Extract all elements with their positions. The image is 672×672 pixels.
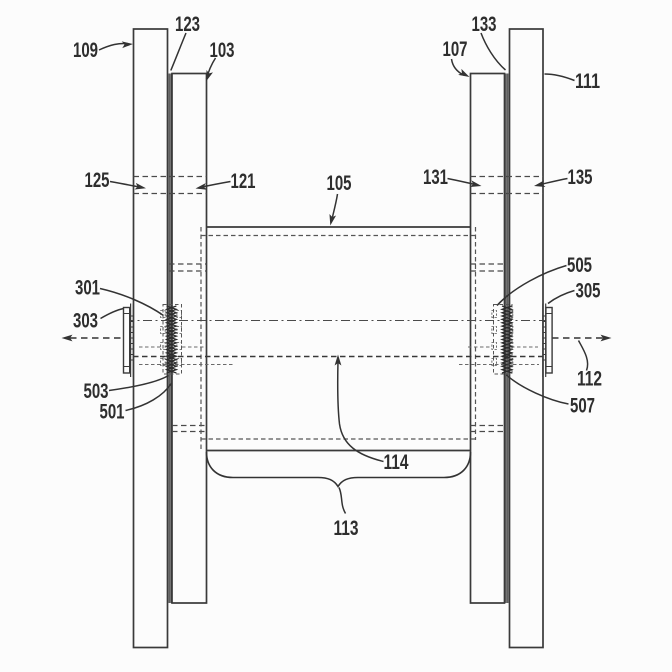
leader-501 xyxy=(125,382,173,412)
bracket-305 xyxy=(542,303,553,377)
spring-left-tab xyxy=(160,358,166,366)
leader-123 xyxy=(170,32,187,71)
axis-lines xyxy=(61,319,612,365)
spring-right-tab xyxy=(507,326,514,334)
arrowhead-103 xyxy=(206,70,213,82)
spring-left-tab xyxy=(160,342,166,350)
label-305: 305 xyxy=(576,279,601,303)
spring-left-tab xyxy=(176,326,182,334)
label-105: 105 xyxy=(327,171,352,195)
panel-107 xyxy=(469,72,506,604)
spring-right-tab xyxy=(507,342,514,350)
leader-305 xyxy=(547,289,575,305)
arrowhead-131 xyxy=(470,180,482,188)
spring-left-tab xyxy=(176,310,182,318)
arrowhead-109 xyxy=(121,41,133,49)
spring-right-outline xyxy=(493,304,513,375)
spring-left-tab xyxy=(160,326,166,334)
housing-105 xyxy=(200,226,477,452)
bracket-305-plate xyxy=(545,306,553,374)
spring-assembly-right xyxy=(491,304,514,375)
arrowhead-135 xyxy=(534,180,546,188)
axis-arrow-right-head xyxy=(600,334,612,342)
spring-right-tab xyxy=(507,310,514,318)
label-131: 131 xyxy=(423,165,448,189)
reference-numerals: 109 123 103 125 121 105 131 135 133 107 … xyxy=(73,12,602,540)
leader-505 xyxy=(496,264,567,307)
spring-left-coil-b xyxy=(164,305,179,374)
spring-right-tab xyxy=(491,326,497,334)
leader-111 xyxy=(544,73,575,82)
spring-left-outline xyxy=(162,304,182,375)
spring-right-coil-b xyxy=(500,305,514,374)
arrowhead-114 xyxy=(334,354,342,366)
spring-left-coil-a xyxy=(164,305,179,374)
label-135: 135 xyxy=(568,165,593,189)
label-133: 133 xyxy=(472,12,497,36)
arrowhead-121 xyxy=(195,183,207,190)
label-125: 125 xyxy=(85,168,110,192)
spring-left-tab xyxy=(176,342,182,350)
spring-right-tab xyxy=(491,358,497,366)
arrowhead-125 xyxy=(134,182,146,190)
leader-arrowheads xyxy=(121,41,546,366)
panel-109 xyxy=(132,28,169,649)
arrowhead-105 xyxy=(329,214,337,226)
leader-507 xyxy=(505,374,569,405)
panels xyxy=(132,28,544,649)
label-112: 112 xyxy=(577,367,602,391)
axis-arrow-left-head xyxy=(61,334,73,342)
leader-114 xyxy=(336,360,384,463)
label-507: 507 xyxy=(570,394,595,418)
label-501: 501 xyxy=(100,400,125,424)
panel-111 xyxy=(508,28,544,649)
label-303: 303 xyxy=(73,309,98,333)
spring-left-tab xyxy=(176,358,182,366)
spring-right-tab xyxy=(491,310,497,318)
leader-303 xyxy=(100,307,124,320)
spring-right-tab xyxy=(507,358,514,366)
spring-right-tab xyxy=(491,342,497,350)
bracket-303 xyxy=(122,303,134,377)
leader-112 xyxy=(577,340,589,371)
label-114: 114 xyxy=(384,450,409,474)
label-121: 121 xyxy=(231,169,256,193)
label-123: 123 xyxy=(175,12,200,36)
label-113: 113 xyxy=(334,516,359,540)
spring-assembly-left xyxy=(160,304,182,375)
leader-113 xyxy=(338,487,347,514)
leader-133 xyxy=(480,32,506,71)
panel-103 xyxy=(171,72,208,604)
label-109: 109 xyxy=(73,38,98,62)
label-107: 107 xyxy=(443,37,468,61)
label-301: 301 xyxy=(75,276,100,300)
label-505: 505 xyxy=(567,253,592,277)
label-103: 103 xyxy=(210,38,235,62)
brace-113 xyxy=(205,451,472,514)
leader-301 xyxy=(99,287,164,317)
brace-113-curve xyxy=(205,451,472,489)
label-503: 503 xyxy=(84,379,109,403)
leader-503 xyxy=(108,374,169,392)
bracket-303-plate xyxy=(122,306,131,374)
label-111: 111 xyxy=(575,69,600,93)
arrowhead-107 xyxy=(458,68,470,77)
